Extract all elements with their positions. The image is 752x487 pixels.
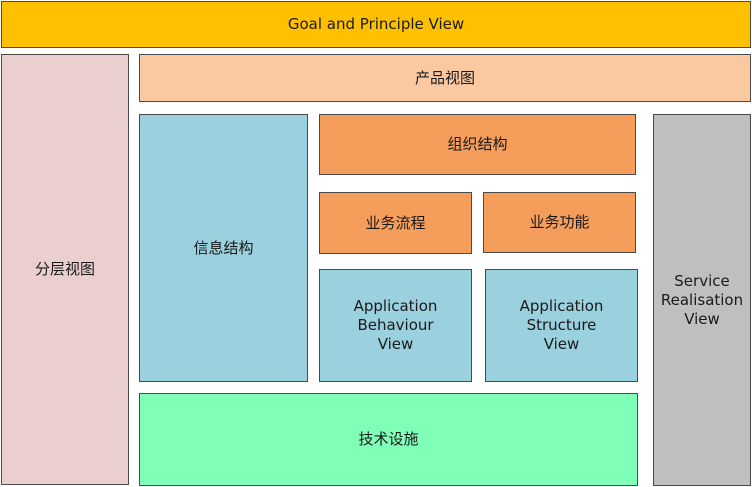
goal-and-principle-view-box: Goal and Principle View (1, 1, 751, 48)
product-view-label: 产品视图 (414, 68, 475, 87)
application-behaviour-view-label: Application Behaviour View (353, 297, 438, 353)
application-behaviour-view-box: Application Behaviour View (319, 269, 472, 382)
service-realisation-view-label: Service Realisation View (660, 271, 744, 328)
business-process-box: 业务流程 (319, 192, 472, 254)
service-realisation-view-box: Service Realisation View (653, 114, 751, 486)
technology-infrastructure-box: 技术设施 (139, 393, 638, 486)
business-function-label: 业务功能 (529, 213, 590, 231)
organization-structure-box: 组织结构 (319, 114, 636, 175)
goal-and-principle-view-label: Goal and Principle View (287, 15, 465, 33)
information-structure-box: 信息结构 (139, 114, 308, 382)
information-structure-label: 信息结构 (193, 238, 254, 257)
business-process-label: 业务流程 (365, 213, 426, 232)
layered-view-box: 分层视图 (1, 54, 129, 485)
layered-view-label: 分层视图 (34, 260, 95, 278)
application-structure-view-box: Application Structure View (485, 269, 638, 382)
business-function-box: 业务功能 (483, 192, 636, 253)
product-view-box: 产品视图 (139, 54, 751, 102)
organization-structure-label: 组织结构 (447, 135, 508, 153)
application-structure-view-label: Application Structure View (519, 297, 604, 353)
technology-infrastructure-label: 技术设施 (358, 430, 419, 448)
